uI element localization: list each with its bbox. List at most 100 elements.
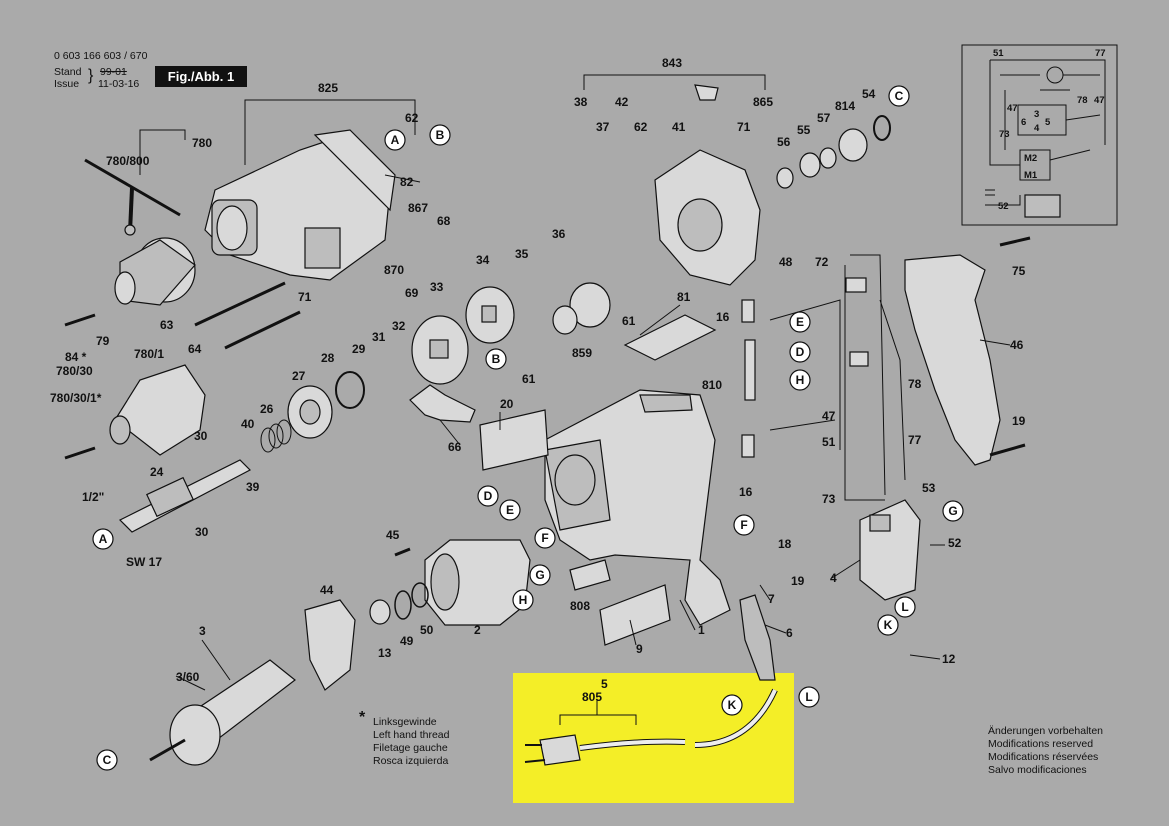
- callout-33: 33: [430, 280, 444, 294]
- circle-label-g: G: [535, 568, 544, 582]
- callout-35: 35: [515, 247, 529, 261]
- schematic-47b: 47: [1094, 95, 1105, 106]
- circle-label-k-right: K: [884, 618, 893, 632]
- callout-814: 814: [835, 99, 855, 113]
- new-date: 11-03-16: [98, 78, 140, 90]
- brace-icon: }: [88, 67, 94, 84]
- schematic-5: 5: [1045, 117, 1051, 128]
- callout-30b: 30: [195, 525, 209, 539]
- callout-44: 44: [320, 583, 334, 597]
- footnote-line-1: Linksgewinde: [373, 716, 437, 728]
- gear-34-part: [465, 286, 515, 344]
- bearing-13-part: [369, 599, 391, 625]
- footnote-line-3: Filetage gauche: [373, 742, 448, 754]
- callout-3-60: 3/60: [176, 670, 200, 684]
- callout-78: 78: [908, 377, 922, 391]
- circle-marker-c-top: [888, 85, 910, 107]
- callout-73: 73: [822, 492, 836, 506]
- callout-867: 867: [408, 201, 428, 215]
- callout-780: 780: [192, 136, 212, 150]
- gear-33-part: [411, 315, 469, 385]
- callout-61a: 61: [622, 314, 636, 328]
- circlip-54-part: [873, 115, 891, 141]
- disclaimer-line-1: Änderungen vorbehalten: [988, 725, 1104, 737]
- bracket-780: [139, 129, 186, 175]
- callout-36: 36: [552, 227, 566, 241]
- callout-66: 66: [448, 440, 462, 454]
- callout-9: 9: [636, 642, 643, 656]
- callout-77: 77: [908, 433, 922, 447]
- callout-34: 34: [476, 253, 490, 267]
- disclaimer-line-3: Modifications réservées: [988, 751, 1099, 763]
- keyless-chuck-part: [109, 364, 206, 456]
- callout-870: 870: [384, 263, 404, 277]
- callout-52: 52: [948, 536, 962, 550]
- bracket-843: [583, 74, 766, 90]
- callout-75: 75: [1012, 264, 1026, 278]
- key-chuck-part: [114, 237, 196, 306]
- circle-marker-l-right: [894, 596, 916, 618]
- circle-label-b-bottom: B: [492, 352, 501, 366]
- circle-label-f: F: [541, 531, 548, 545]
- callout-780-30: 780/30: [56, 364, 93, 378]
- callout-808: 808: [570, 599, 590, 613]
- footnote-line-2: Left hand thread: [373, 729, 450, 741]
- issue-label: Issue: [54, 78, 80, 90]
- internal-wiring: [741, 254, 906, 501]
- callout-47: 47: [822, 409, 836, 423]
- circle-label-g-right: G: [948, 504, 957, 518]
- schematic-77: 77: [1095, 48, 1106, 59]
- schematic-51: 51: [993, 48, 1004, 59]
- callout-sw17: SW 17: [126, 555, 162, 569]
- callout-62b: 62: [634, 120, 648, 134]
- bearing-55-part: [799, 152, 821, 178]
- callout-37: 37: [596, 120, 610, 134]
- callout-4: 4: [830, 571, 837, 585]
- callout-71b: 71: [737, 120, 751, 134]
- callout-64: 64: [188, 342, 202, 356]
- schematic-6: 6: [1021, 117, 1026, 128]
- callout-82: 82: [400, 175, 414, 189]
- callout-46: 46: [1010, 338, 1024, 352]
- schematic-3: 3: [1034, 109, 1039, 120]
- chuck-key-part: [84, 158, 181, 236]
- callout-28: 28: [321, 351, 335, 365]
- circle-label-d-right: D: [796, 345, 805, 359]
- callout-57: 57: [817, 111, 831, 125]
- callout-24: 24: [150, 465, 164, 479]
- callout-20: 20: [500, 397, 514, 411]
- callout-13: 13: [378, 646, 392, 660]
- callout-18: 18: [778, 537, 792, 551]
- switch-part: [859, 499, 921, 601]
- callout-41: 41: [672, 120, 686, 134]
- callout-30a: 30: [194, 429, 208, 443]
- callout-71a: 71: [298, 290, 312, 304]
- callout-40: 40: [241, 417, 255, 431]
- disclaimer-line-4: Salvo modificaciones: [988, 764, 1087, 776]
- callout-51: 51: [822, 435, 836, 449]
- circle-label-c-bottom: C: [103, 753, 112, 767]
- callout-38: 38: [574, 95, 588, 109]
- insulation-sheet-9-part: [599, 584, 671, 646]
- callout-49: 49: [400, 634, 414, 648]
- schematic-47a: 47: [1007, 103, 1018, 114]
- schematic-m2: M2: [1024, 153, 1037, 164]
- schematic-m1: M1: [1024, 170, 1038, 181]
- circle-label-e-right: E: [796, 315, 804, 329]
- callout-780-30-1: 780/30/1*: [50, 391, 102, 405]
- callout-843: 843: [662, 56, 682, 70]
- armature-part: [149, 659, 296, 766]
- gear-housing-part: [204, 129, 396, 281]
- bearing-814-part: [838, 128, 868, 162]
- cable-guard-part: [739, 594, 776, 681]
- callout-84: 84 *: [65, 350, 87, 364]
- ring-57-part: [819, 147, 837, 169]
- field-winding-part: [424, 539, 531, 626]
- callout-2: 2: [474, 623, 481, 637]
- washer-56-part: [776, 167, 794, 189]
- callout-81: 81: [677, 290, 691, 304]
- footnote-line-4: Rosca izquierda: [373, 755, 449, 767]
- callout-31: 31: [372, 330, 386, 344]
- callout-12: 12: [942, 652, 956, 666]
